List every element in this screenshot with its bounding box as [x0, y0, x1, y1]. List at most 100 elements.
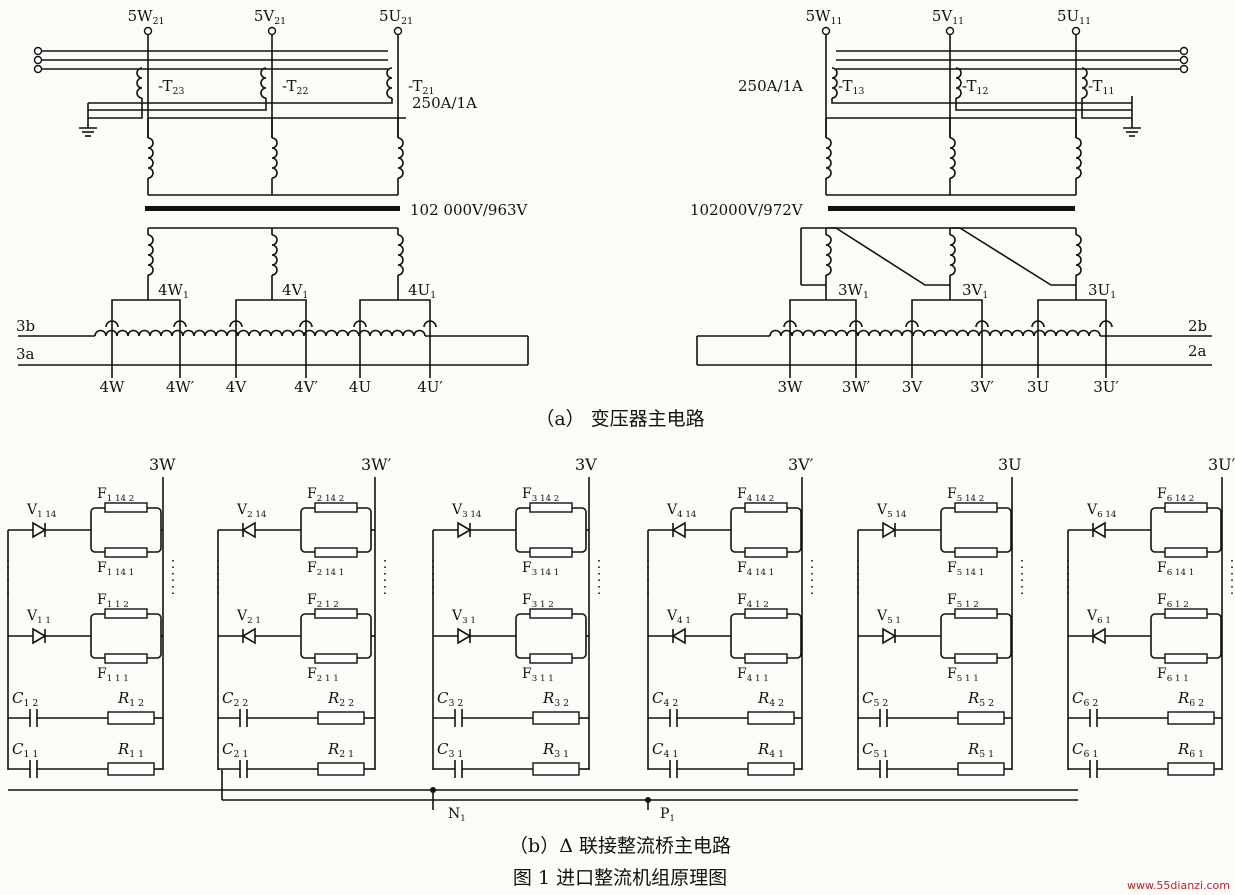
ct-coil [386, 67, 393, 99]
output-label: 3U′ [1093, 378, 1119, 396]
primary-winding [1075, 137, 1082, 179]
resistor [532, 762, 580, 776]
capacitor-label: C4 1 [652, 740, 678, 760]
fuse-loop [300, 507, 372, 553]
fuse-label: F3 1 2 [522, 592, 554, 610]
ct-coil [955, 67, 962, 99]
phase-label: 3V′ [788, 455, 814, 474]
output-label: 4V [226, 378, 248, 396]
fuse [314, 653, 358, 664]
fuse-label: F3 1 1 [522, 666, 554, 684]
ct-return [88, 98, 143, 119]
fuse [954, 502, 998, 513]
capacitor-label: C5 2 [862, 689, 888, 709]
resistor [957, 711, 1005, 725]
fuse-label: F6 1 2 [1157, 592, 1189, 610]
diode-label: V4 1 [666, 608, 691, 626]
ct-return [88, 98, 393, 104]
secondary-winding [147, 234, 154, 276]
terminal-circle [393, 26, 403, 36]
ct-return [88, 98, 267, 111]
fuse-loop [940, 507, 1012, 553]
resistor-label: R5 2 [967, 689, 994, 709]
fuse [1164, 608, 1208, 619]
primary-winding [949, 137, 956, 179]
resistor [107, 762, 155, 776]
terminal-circle [1071, 26, 1081, 36]
capacitor-label: C3 1 [437, 740, 463, 760]
ct-coil [136, 67, 143, 99]
resistor-label: R2 1 [327, 740, 354, 760]
terminal-label: 5W11 [806, 7, 843, 27]
resistor [957, 762, 1005, 776]
capacitor-label: C6 2 [1072, 689, 1098, 709]
caption-b: （b）Δ 联接整流桥主电路 [509, 835, 731, 857]
resistor-label: R1 1 [117, 740, 144, 760]
fuse-loop [730, 613, 802, 659]
fuse-loop [515, 613, 587, 659]
fuse [104, 653, 148, 664]
fuse [529, 502, 573, 513]
capacitor-label: C1 2 [12, 689, 38, 709]
resistor [107, 711, 155, 725]
terminal-label: 5U11 [1057, 7, 1091, 27]
tap-label: 4V1 [282, 281, 308, 301]
diode [457, 521, 472, 539]
secondary-winding [949, 234, 956, 276]
zigzag-link [826, 227, 950, 286]
output-label: 4U′ [417, 378, 443, 396]
diode-label: V1 1 [26, 608, 51, 626]
transformer-core [145, 206, 400, 211]
transformer-ratio: 102 000V/963V [410, 201, 529, 219]
capacitor-label: C1 1 [12, 740, 38, 760]
ct-label: -T12 [962, 77, 988, 97]
fuse-loop [1150, 507, 1222, 553]
fuse-loop [515, 507, 587, 553]
fuse [314, 547, 358, 558]
fuse-label: F3 14 1 [522, 560, 559, 578]
diode-label: V5 14 [876, 502, 907, 520]
diode [882, 521, 897, 539]
diode-label: V6 14 [1086, 502, 1117, 520]
caption-a: （a） 变压器主电路 [535, 408, 704, 430]
fuse [1164, 547, 1208, 558]
fuse [1164, 653, 1208, 664]
fuse [104, 608, 148, 619]
reactor-coil [94, 329, 426, 337]
fuse-label: F1 14 1 [97, 560, 134, 578]
resistor [532, 711, 580, 725]
diode-label: V4 14 [666, 502, 697, 520]
terminal-label: 5V21 [254, 7, 286, 27]
fuse [744, 653, 788, 664]
diode-label: V2 1 [236, 608, 261, 626]
ct-label: -T22 [282, 77, 308, 97]
primary-winding [271, 137, 278, 179]
transformer-core [828, 206, 1075, 211]
terminal-label: 5V11 [932, 7, 964, 27]
diode-label: V2 14 [236, 502, 267, 520]
signal-terminal [1179, 46, 1189, 56]
resistor [747, 762, 795, 776]
fuse [954, 608, 998, 619]
fuse-label: F5 1 1 [947, 666, 979, 684]
output-label: 4U [349, 378, 371, 396]
signal-terminal [33, 46, 43, 56]
diode [32, 627, 47, 645]
terminal-label: 5U21 [379, 7, 413, 27]
fuse [529, 547, 573, 558]
tap-bridge [911, 299, 983, 318]
primary-winding [397, 137, 404, 179]
figure-title: 图 1 进口整流机组原理图 [513, 867, 727, 889]
output-label: 3V [902, 378, 924, 396]
fuse-loop [90, 507, 162, 553]
diode [671, 627, 686, 645]
resistor-label: R4 1 [757, 740, 784, 760]
capacitor-label: C5 1 [862, 740, 888, 760]
diode [1091, 521, 1106, 539]
